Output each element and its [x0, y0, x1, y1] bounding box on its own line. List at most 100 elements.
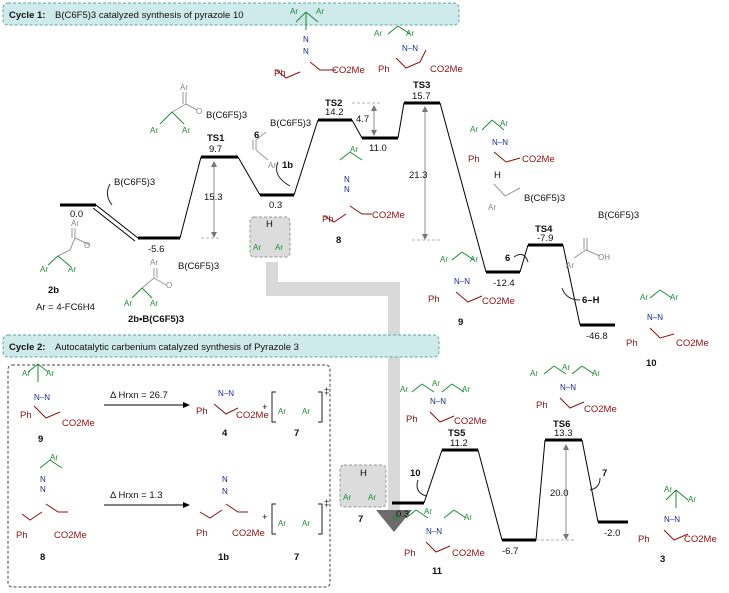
- compound-6: B(C6F5)3 Ar 6: [252, 118, 311, 170]
- svg-text:N–N: N–N: [218, 389, 234, 398]
- cycle1-title: B(C6F5)3 catalyzed synthesis of pyrazole…: [55, 10, 244, 21]
- carbenium-7-c2: H Ar Ar 7: [339, 464, 387, 525]
- svg-text:15.3: 15.3: [204, 192, 223, 203]
- svg-text:Ar: Ar: [424, 507, 432, 516]
- cycle1-connectors: [92, 102, 581, 326]
- svg-text:Ar: Ar: [374, 29, 382, 38]
- svg-text:Ar: Ar: [278, 407, 286, 416]
- svg-text:1b: 1b: [218, 552, 229, 563]
- svg-text:Ph: Ph: [378, 64, 390, 75]
- svg-text:Ar: Ar: [664, 485, 672, 494]
- svg-text:N–N: N–N: [34, 393, 50, 402]
- svg-text:21.3: 21.3: [409, 170, 428, 181]
- reaction-box: [7, 364, 331, 588]
- ts5-structure: Ar Ar Ar N–N Ph CO2Me: [400, 379, 487, 427]
- svg-text:Ar: Ar: [182, 126, 190, 135]
- label-7-c2: 7: [602, 468, 607, 479]
- svg-text:Ph: Ph: [404, 548, 416, 559]
- svg-text:CO2Me: CO2Me: [372, 210, 405, 221]
- link-arrow: [266, 262, 412, 532]
- svg-text:N: N: [40, 485, 46, 494]
- svg-text:3: 3: [660, 554, 665, 565]
- ts1-structure: Ar O Ar Ar B(C6F5)3: [150, 83, 247, 135]
- reagent-bcf-start: B(C6F5)3: [114, 177, 155, 188]
- svg-text:N–N: N–N: [560, 383, 576, 392]
- svg-text:N–N: N–N: [426, 527, 442, 536]
- svg-text:Ar: Ar: [640, 293, 648, 302]
- svg-text:2b•B(C6F5)3: 2b•B(C6F5)3: [128, 314, 184, 325]
- svg-text:B(C6F5)3: B(C6F5)3: [206, 110, 247, 121]
- cycle2-label: Cycle 2:: [9, 342, 45, 353]
- svg-text:Ph: Ph: [638, 534, 650, 545]
- svg-text:N–N: N–N: [664, 515, 680, 524]
- svg-text:CO2Me: CO2Me: [452, 548, 485, 559]
- svg-text:N–N: N–N: [492, 138, 508, 147]
- energy-11.0: 11.0: [369, 143, 387, 154]
- energy-ts6: 13.3: [554, 428, 573, 439]
- svg-text:Ar: Ar: [302, 519, 310, 528]
- label-ts5: TS5: [448, 428, 466, 439]
- ar-definition: Ar = 4-FC6H4: [36, 302, 95, 313]
- energy-0.3-c2: 0.3: [396, 509, 409, 520]
- svg-text:Ph: Ph: [196, 406, 208, 417]
- svg-text:Ph: Ph: [626, 338, 638, 349]
- svg-text:Ar: Ar: [268, 161, 276, 170]
- svg-text:Ph: Ph: [468, 154, 480, 165]
- energy-ts5: 11.2: [450, 438, 468, 449]
- barrier-20.0: 20.0: [536, 444, 576, 541]
- svg-text:11: 11: [432, 566, 443, 577]
- barrier-4.7: 4.7: [352, 102, 380, 136]
- svg-text:B(C6F5)3: B(C6F5)3: [178, 261, 219, 272]
- svg-text:Ar: Ar: [464, 513, 472, 522]
- compound-2b: Ar O Ar Ar 2b Ar = 4-FC6H4: [36, 219, 95, 313]
- svg-text:4.7: 4.7: [356, 114, 369, 125]
- energy-ts1: 9.7: [209, 144, 222, 155]
- svg-text:B(C6F5)3: B(C6F5)3: [524, 193, 565, 204]
- svg-text:Ar: Ar: [71, 219, 79, 228]
- svg-text:Ar: Ar: [566, 261, 574, 270]
- label-ts2: TS2: [325, 98, 342, 109]
- svg-text:Ar: Ar: [470, 125, 478, 134]
- svg-text:Ar: Ar: [350, 145, 358, 154]
- svg-text:CO2Me: CO2Me: [522, 154, 555, 165]
- svg-text:N–N: N–N: [430, 397, 446, 406]
- label-6H: 6–H: [582, 295, 600, 306]
- svg-text:CO2Me: CO2Me: [676, 338, 709, 349]
- svg-text:Ar: Ar: [440, 255, 448, 264]
- svg-text:CO2Me: CO2Me: [236, 410, 269, 421]
- svg-text:Δ Hrxn = 1.3: Δ Hrxn = 1.3: [110, 490, 163, 501]
- label-ts3: TS3: [413, 80, 430, 91]
- svg-text:Ph: Ph: [274, 68, 286, 79]
- diazo-top: Ar Ar N N Ph CO2Me: [274, 7, 365, 79]
- svg-text:Ar: Ar: [290, 7, 298, 16]
- svg-text:Ar: Ar: [470, 255, 478, 264]
- cycle1-header-box: [2, 2, 460, 26]
- svg-text:Ar: Ar: [46, 369, 54, 378]
- compound-11: Ar Ar Ar N–N Ph CO2Me 11: [392, 507, 485, 577]
- energy-minus46.8: -46.8: [586, 331, 608, 342]
- label-10-c2: 10: [410, 468, 421, 479]
- svg-text:7: 7: [358, 514, 363, 525]
- ts3-complex: Ar Ar N–N Ph CO2Me H Ar B(C6F5)3: [468, 119, 565, 212]
- svg-text:Ar: Ar: [275, 243, 283, 252]
- label-ts6: TS6: [553, 419, 570, 430]
- svg-text:CO2Me: CO2Me: [232, 528, 265, 539]
- svg-text:CO2Me: CO2Me: [482, 296, 515, 307]
- svg-text:Ph: Ph: [16, 530, 28, 541]
- compound-9: Ar Ar N–N Ph CO2Me 9: [428, 251, 515, 328]
- cycle2-title: Autocatalytic carbenium catalyzed synthe…: [55, 342, 299, 353]
- svg-text:Ar: Ar: [22, 369, 30, 378]
- compound-2b-bcf: Ar O Ar Ar B(C6F5)3 2b•B(C6F5)3: [124, 258, 219, 325]
- svg-text:Ar: Ar: [406, 29, 414, 38]
- svg-text:Ar: Ar: [432, 379, 440, 388]
- svg-text:‡: ‡: [324, 498, 329, 509]
- svg-text:7: 7: [294, 428, 299, 439]
- reaction-1: Ar Ar N–N Ph CO2Me 9 Δ Hrxn = 26.7 N–N P…: [20, 363, 329, 445]
- svg-text:Ar: Ar: [688, 495, 696, 504]
- energy-minus6.7: -6.7: [502, 546, 518, 557]
- energy-0.0: 0.0: [70, 209, 83, 220]
- ts3-structure: Ar Ar N–N Ph CO2Me: [374, 25, 463, 75]
- svg-text:8: 8: [40, 552, 45, 563]
- svg-text:Ar: Ar: [530, 369, 538, 378]
